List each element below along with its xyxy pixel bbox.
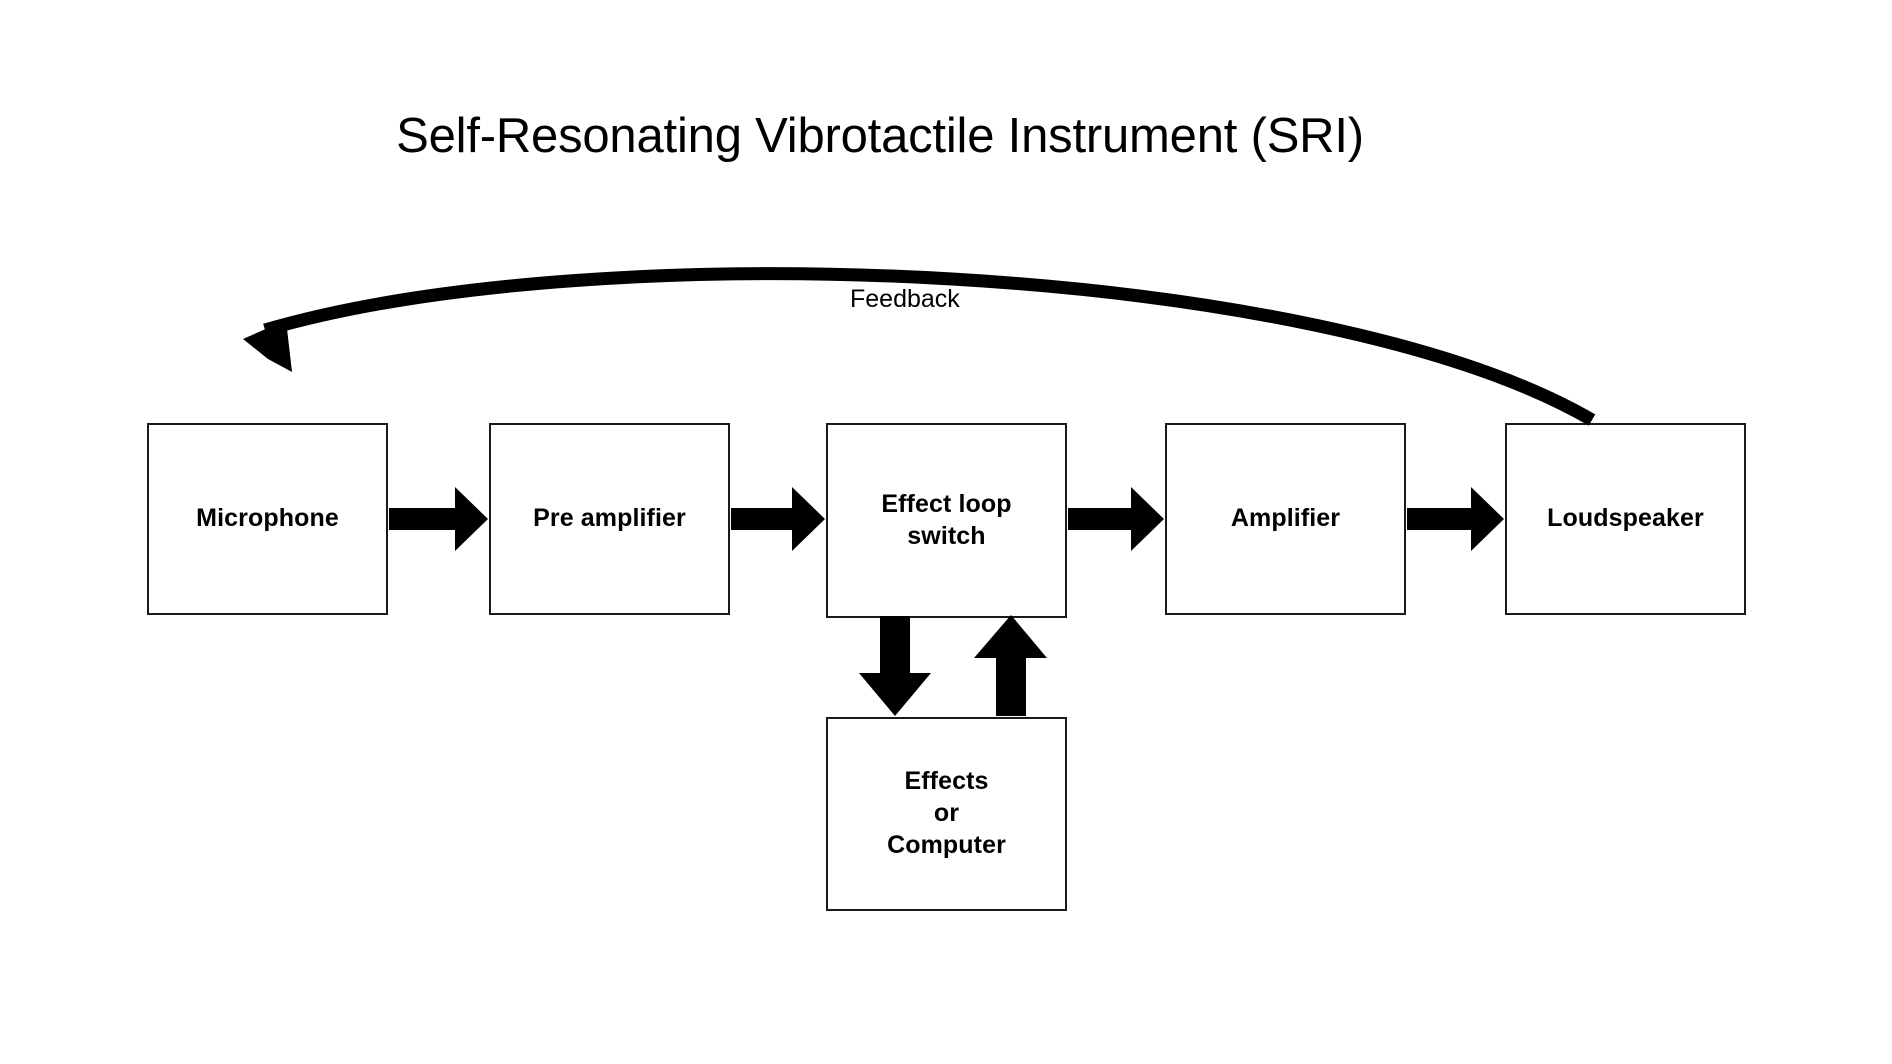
node-amplifier: Amplifier bbox=[1165, 423, 1406, 615]
node-effect-loop-switch: Effect loop switch bbox=[826, 423, 1067, 618]
node-label-microphone: Microphone bbox=[196, 504, 339, 533]
arrow-effect-loop-switch-to-amplifier bbox=[1068, 487, 1164, 551]
node-label-pre-amplifier: Pre amplifier bbox=[533, 504, 686, 533]
arrow-effects-to-effect-loop-switch bbox=[974, 615, 1047, 716]
arrow-microphone-to-pre-amplifier bbox=[389, 487, 488, 551]
node-label-loudspeaker: Loudspeaker bbox=[1547, 504, 1704, 533]
node-effects-or-computer: Effects or Computer bbox=[826, 717, 1067, 911]
arrow-pre-amplifier-to-effect-loop-switch bbox=[731, 487, 825, 551]
page-title: Self-Resonating Vibrotactile Instrument … bbox=[396, 109, 1364, 163]
node-loudspeaker: Loudspeaker bbox=[1505, 423, 1746, 615]
node-microphone: Microphone bbox=[147, 423, 388, 615]
node-label-amplifier: Amplifier bbox=[1230, 504, 1341, 533]
arrow-effect-loop-switch-to-effects bbox=[859, 616, 931, 716]
node-label-effect-loop-switch: Effect loop switch bbox=[881, 489, 1012, 550]
node-label-effects-or-computer: Effects or Computer bbox=[887, 767, 1006, 859]
node-pre-amplifier: Pre amplifier bbox=[489, 423, 730, 615]
arrow-amplifier-to-loudspeaker bbox=[1407, 487, 1504, 551]
edge-label-feedback: Feedback bbox=[850, 285, 960, 313]
